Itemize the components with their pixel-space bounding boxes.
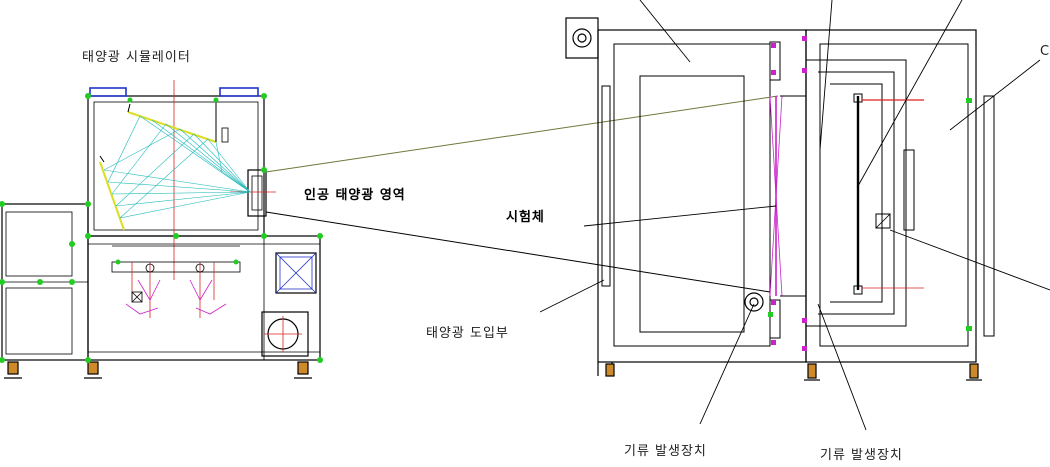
frame-joints bbox=[0, 93, 323, 363]
light-rays bbox=[103, 115, 251, 219]
blower-box bbox=[261, 311, 309, 357]
chamber-outer-right bbox=[805, 29, 977, 363]
chamber-window bbox=[639, 75, 745, 333]
chamber-feet bbox=[597, 362, 982, 381]
fan-box bbox=[275, 252, 317, 294]
sun-area-leader-top bbox=[265, 95, 779, 173]
solar-simulator bbox=[0, 80, 323, 379]
sensor-box bbox=[875, 213, 891, 229]
label-solar-simulator: 태양광 시뮬레이터 bbox=[82, 50, 191, 65]
simulator-upper-inner bbox=[93, 101, 259, 231]
label-specimen: 시험체 bbox=[506, 210, 545, 225]
lamp-box-right bbox=[219, 87, 259, 97]
label-airflow-generator-left: 기류 발생장치 bbox=[624, 444, 707, 459]
label-airflow-generator-right: 기류 발생장치 bbox=[820, 448, 903, 463]
optical-outlet bbox=[247, 169, 267, 217]
sun-area-leader-bottom bbox=[265, 211, 771, 293]
label-leaders bbox=[539, 0, 1050, 431]
label-cut-off-c: C bbox=[1040, 44, 1050, 59]
side-panel-left bbox=[601, 85, 611, 287]
label-sunlight-inlet: 태양광 도입부 bbox=[426, 326, 509, 341]
simulator-wheels bbox=[4, 361, 312, 379]
simulator-lower-cabinet bbox=[87, 235, 321, 361]
chamber-corner-cap bbox=[565, 17, 599, 59]
test-chamber bbox=[539, 0, 1050, 431]
lamp-mechanism bbox=[111, 245, 241, 318]
simulator-upper-chamber bbox=[87, 95, 265, 237]
side-panel-right bbox=[983, 95, 995, 337]
lamp-box-left bbox=[89, 87, 127, 97]
label-artificial-sun-area: 인공 태양광 영역 bbox=[304, 188, 406, 203]
airflow-fan bbox=[744, 292, 764, 312]
